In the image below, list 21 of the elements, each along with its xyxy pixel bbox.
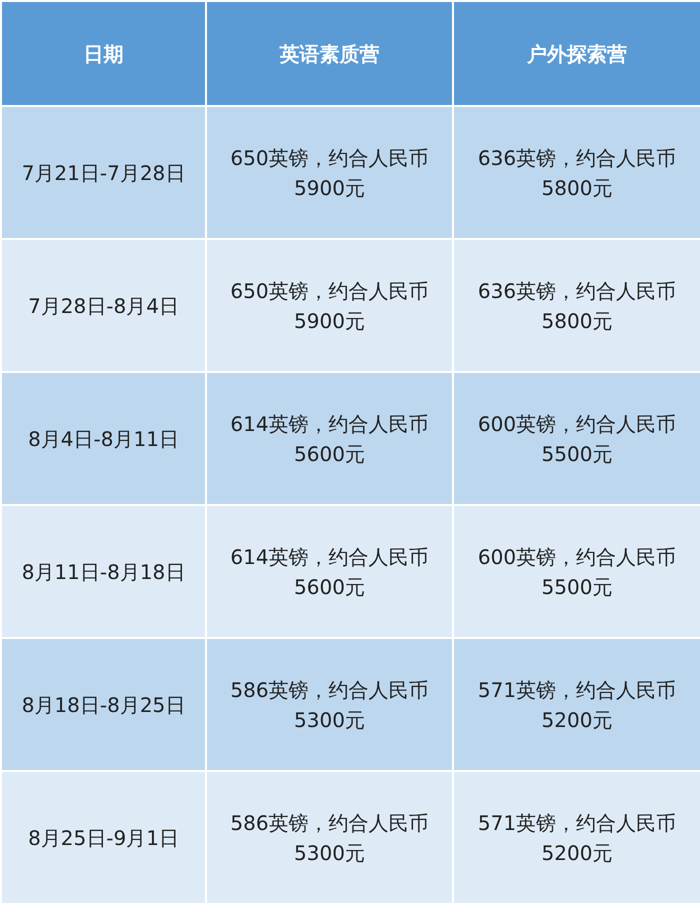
price-cell: 600英镑，约合人民币5500元 (453, 372, 700, 505)
date-cell: 7月21日-7月28日 (1, 106, 206, 239)
price-cell: 650英镑，约合人民币5900元 (206, 106, 453, 239)
price-cell: 600英镑，约合人民币5500元 (453, 505, 700, 638)
column-header: 户外探索营 (453, 1, 700, 106)
column-header: 英语素质营 (206, 1, 453, 106)
price-cell: 586英镑，约合人民币5300元 (206, 771, 453, 904)
date-cell: 8月11日-8月18日 (1, 505, 206, 638)
date-cell: 7月28日-8月4日 (1, 239, 206, 372)
price-cell: 586英镑，约合人民币5300元 (206, 638, 453, 771)
column-header: 日期 (1, 1, 206, 106)
price-cell: 614英镑，约合人民币5600元 (206, 372, 453, 505)
price-cell: 571英镑，约合人民币5200元 (453, 771, 700, 904)
price-cell: 650英镑，约合人民币5900元 (206, 239, 453, 372)
date-cell: 8月18日-8月25日 (1, 638, 206, 771)
date-cell: 8月4日-8月11日 (1, 372, 206, 505)
price-cell: 636英镑，约合人民币5800元 (453, 239, 700, 372)
price-cell: 636英镑，约合人民币5800元 (453, 106, 700, 239)
date-cell: 8月25日-9月1日 (1, 771, 206, 904)
price-cell: 571英镑，约合人民币5200元 (453, 638, 700, 771)
price-cell: 614英镑，约合人民币5600元 (206, 505, 453, 638)
